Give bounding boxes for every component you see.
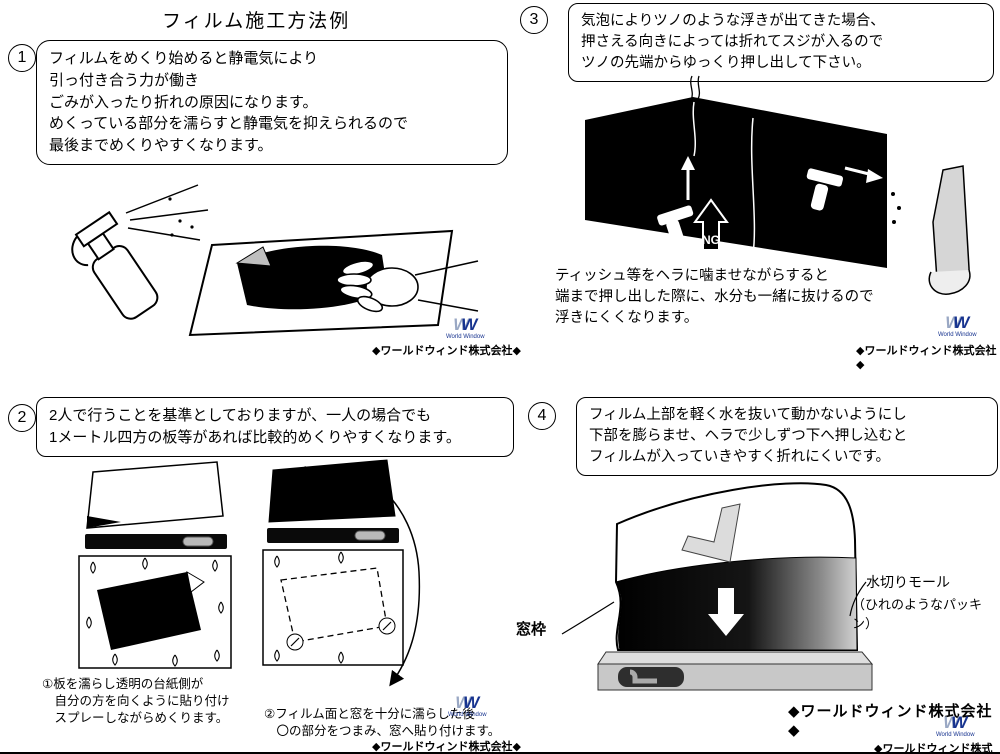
company-name-large: ◆ワールドウィンド株式会社◆ [788, 703, 993, 739]
film-insert-illustration [561, 482, 874, 691]
caption-step2-2: ②フィルム面と窓を十分に濡らした後 〇の部分をつまみ、窓へ貼り付けます。 [264, 707, 501, 738]
step-1-instructions: フィルムをめくり始めると静電気により 引っ付き合う力が働き ごみが入ったり折れの… [36, 40, 508, 165]
page-title: フィルム施工方法例 [162, 11, 351, 32]
sill-top [597, 651, 874, 665]
company-name: ◆ワールドウィンド株式会社◆ [874, 743, 993, 754]
door-film-illustration [78, 459, 421, 687]
spray-bottle-icon [71, 210, 159, 320]
squeegee-tool-1 [657, 205, 694, 247]
ww-logo-mark: WW [453, 315, 478, 334]
ww-logo-caption: World Window [446, 334, 485, 340]
world-window-logo: WW World Window [938, 314, 977, 338]
window-shade-wedge [87, 516, 121, 528]
door-unit-left [78, 461, 232, 669]
step-1-badge: 1 [8, 44, 36, 72]
ww-logo-caption: World Window [938, 332, 977, 338]
push-down-arrow [708, 588, 744, 636]
company-name: ◆ワールドウィンド株式会社◆ [372, 741, 521, 753]
handle-recess [618, 667, 684, 687]
spray-droplets [168, 197, 194, 237]
molding-pointer [849, 581, 867, 617]
molding-sublabel: （ひれのようなパッキン） [852, 597, 983, 631]
molding-label: 水切りモール [866, 574, 950, 590]
wrinkle-line-1 [692, 101, 697, 157]
door-panel-right [262, 549, 404, 666]
ng-label: NG [702, 233, 720, 247]
squeegee-icon [681, 503, 741, 563]
world-window-logo: WW World Window [448, 694, 487, 718]
hand [336, 260, 419, 313]
horn-lines [690, 75, 701, 101]
world-window-logo: WW World Window [446, 316, 485, 340]
door-handle-left [182, 536, 214, 547]
spray-mist [125, 184, 209, 241]
step-3-badge: 3 [520, 6, 548, 34]
ww-logo-mark: WW [943, 713, 968, 732]
flip-arrow [293, 465, 421, 687]
company-name: ◆ワールドウィンド株式会社◆ [372, 345, 521, 357]
ww-logo-caption: World Window [448, 712, 487, 718]
film-curl [235, 246, 272, 267]
film-on-board [97, 572, 201, 650]
edge-droplets [891, 192, 901, 224]
film-band [615, 556, 858, 651]
world-window-logo: WW World Window [936, 714, 975, 738]
push-arrow-up-head [681, 156, 695, 170]
window-frame-pointer [561, 601, 615, 635]
company-name: ◆ワールドウィンド株式会社◆ [856, 345, 997, 371]
ww-logo-mark: WW [455, 693, 480, 712]
ww-logo-caption: World Window [936, 732, 975, 738]
film-corner-curl [186, 571, 205, 593]
spray-peel-illustration [71, 184, 479, 337]
door-unit-right [262, 459, 421, 687]
step-2-instructions: 2人で行うことを基準としておりますが、一人の場合でも 1メートル四方の板等があれ… [36, 397, 514, 457]
bubble-pushout-illustration: NG [585, 75, 971, 295]
ng-arrow: NG [693, 198, 729, 251]
tissue-squeegee [928, 165, 971, 295]
door-handle-right [354, 530, 386, 541]
step-3-instructions: 気泡によりツノのような浮きが出てきた場合、 押さえる向きによっては折れてスジが入… [568, 3, 994, 83]
ww-logo-mark: WW [945, 313, 970, 332]
door-window-left [86, 461, 224, 529]
window-frame-label: 窓枠 [516, 621, 547, 638]
push-arrow-right-head [866, 169, 883, 183]
wrinkle-line-2 [750, 117, 756, 263]
squeegee-tool-2 [806, 168, 844, 211]
step-2-badge: 2 [8, 404, 36, 432]
step-3-note: ティッシュ等をヘラに噛ませながらすると 端まで押し出した際に、水分も一緒に抜ける… [555, 268, 874, 327]
step-4-badge: 4 [528, 402, 556, 430]
step-4-instructions: フィルム上部を軽く水を抜いて動かないようにし 下部を膨らませ、ヘラで少しずつ下へ… [576, 397, 998, 477]
inner-handle [629, 669, 657, 684]
caption-step2-1: ①板を濡らし透明の台紙側が 自分の方を向くように貼り付け スプレーしながらめくり… [42, 677, 230, 725]
wrist-lines [414, 260, 479, 312]
